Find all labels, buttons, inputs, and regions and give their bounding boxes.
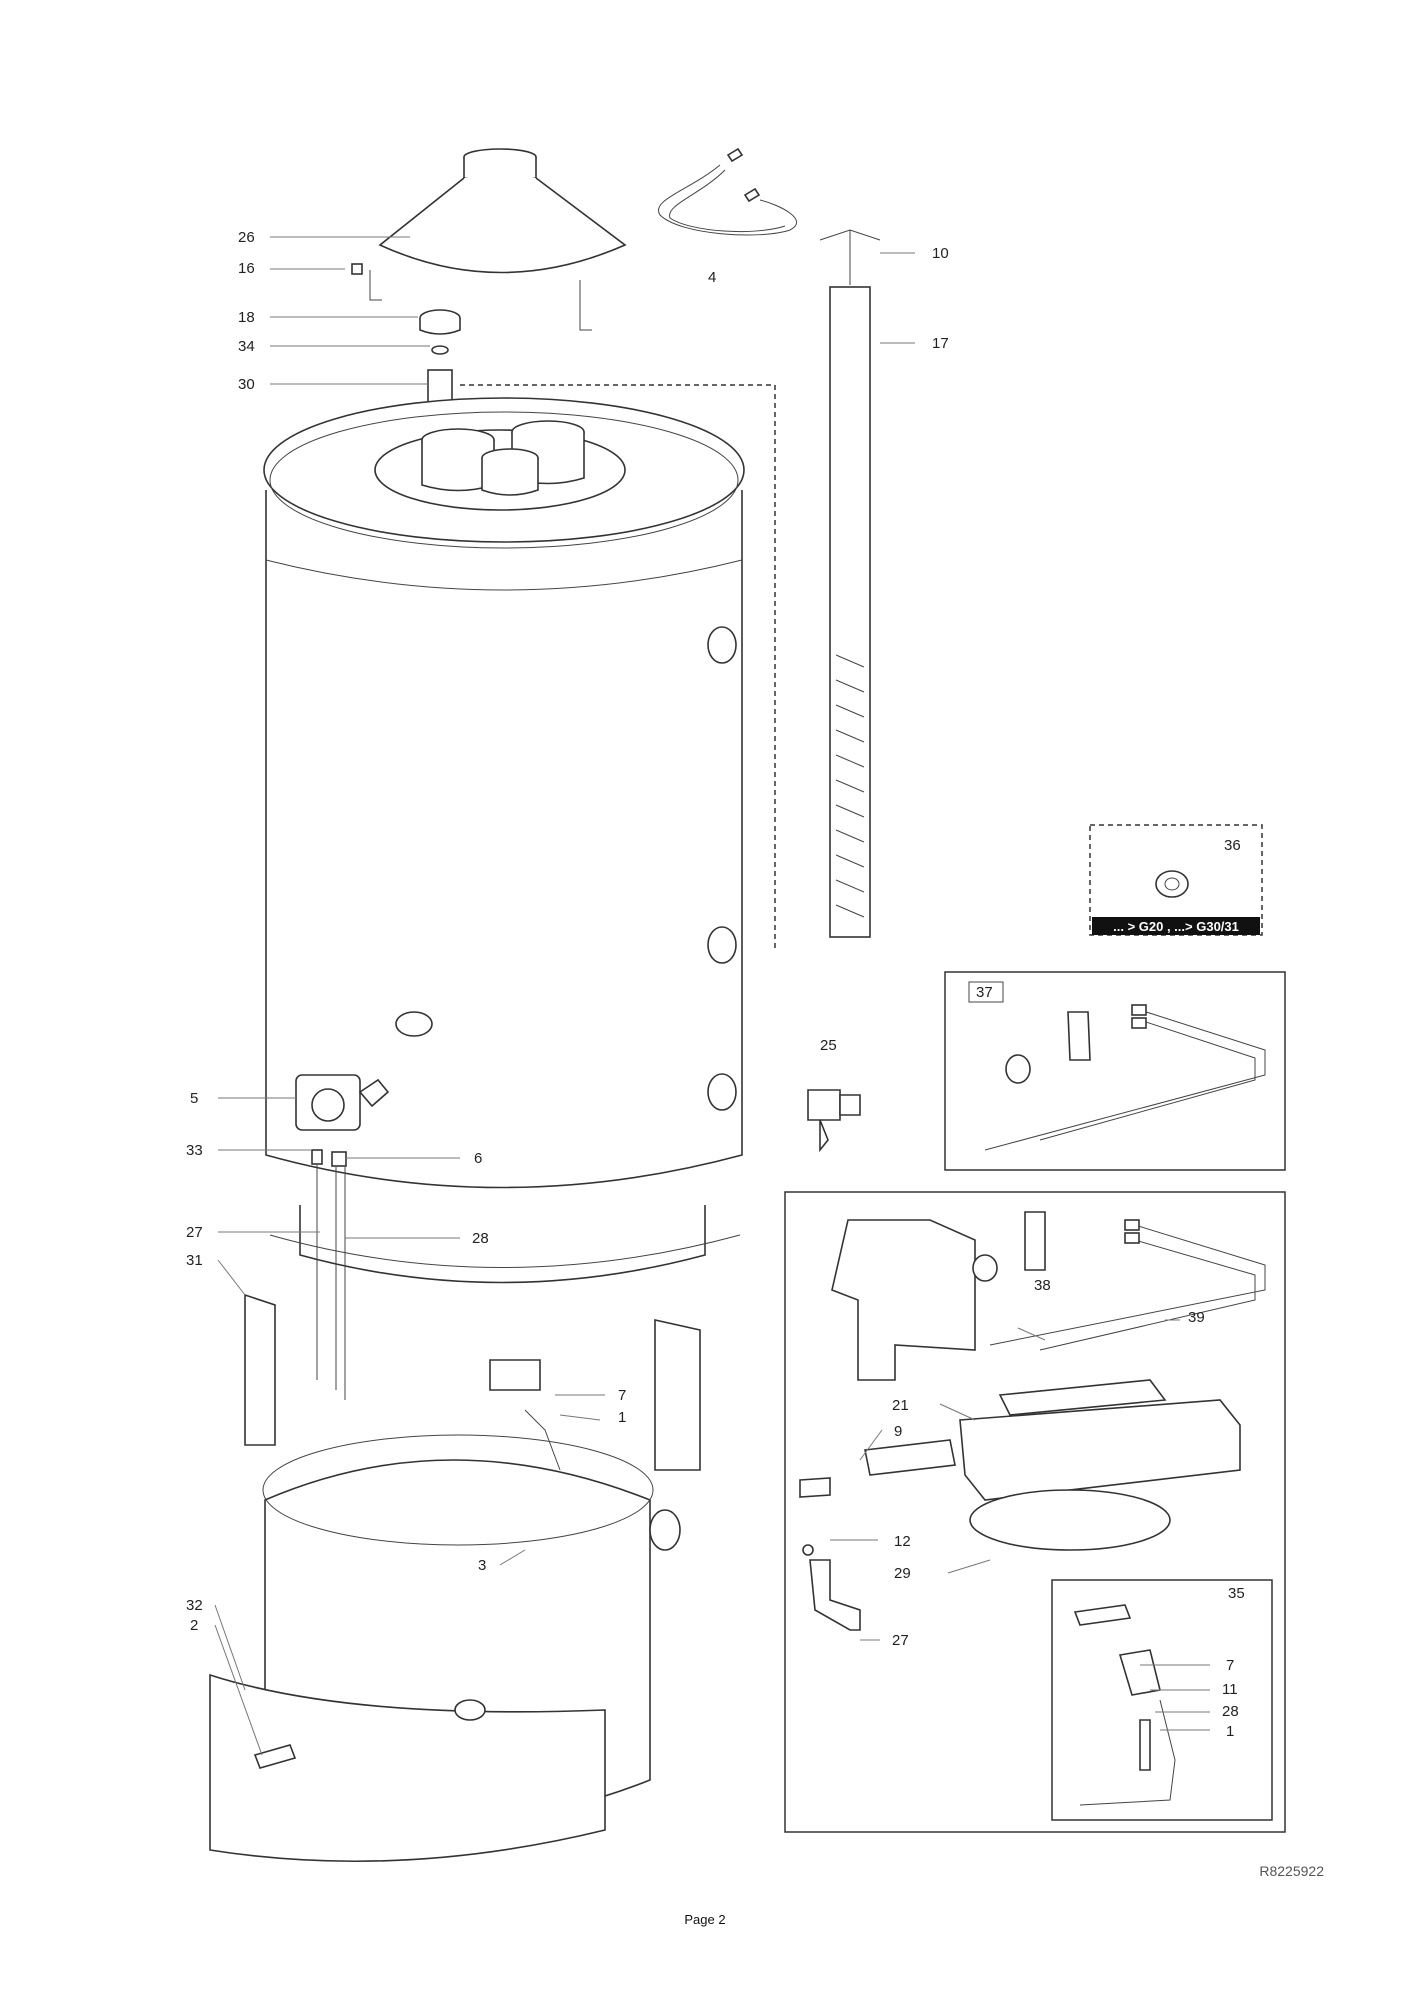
callout-35: 35 bbox=[1228, 1585, 1245, 1602]
page-number: Page 2 bbox=[684, 1912, 726, 1927]
front-access-panel bbox=[209, 1673, 606, 1863]
callout-16: 16 bbox=[238, 260, 255, 277]
callout-34: 34 bbox=[238, 338, 255, 355]
flue-baffle bbox=[819, 229, 881, 938]
burner-assembly-left bbox=[244, 1293, 701, 1471]
callout-39: 39 bbox=[1188, 1309, 1205, 1326]
callout-29: 29 bbox=[894, 1565, 911, 1582]
callout-26: 26 bbox=[238, 229, 255, 246]
callout-31: 31 bbox=[186, 1252, 203, 1269]
water-heater-tank bbox=[263, 397, 745, 1284]
callout-7: 7 bbox=[618, 1387, 626, 1404]
callout-labels: 26 16 18 34 30 4 10 17 36 5 33 6 27 28 3… bbox=[186, 229, 1245, 1740]
callout-18: 18 bbox=[238, 309, 255, 326]
thermocouple-kit-box bbox=[944, 971, 1286, 1171]
callout-2: 2 bbox=[190, 1617, 198, 1634]
callout-3: 3 bbox=[478, 1557, 486, 1574]
callout-25: 25 bbox=[820, 1037, 837, 1054]
drain-valve bbox=[807, 1089, 861, 1153]
callout-10: 10 bbox=[932, 245, 949, 262]
callout-27b: 27 bbox=[892, 1632, 909, 1649]
callout-38: 38 bbox=[1034, 1277, 1051, 1294]
leader-lines bbox=[214, 236, 1210, 1756]
callout-37: 37 bbox=[976, 984, 993, 1001]
callout-17: 17 bbox=[932, 335, 949, 352]
callout-6: 6 bbox=[474, 1150, 482, 1167]
callout-32: 32 bbox=[186, 1597, 203, 1614]
callout-1b: 1 bbox=[1226, 1723, 1234, 1740]
callout-30: 30 bbox=[238, 376, 255, 393]
drawing-reference: R8225922 bbox=[1259, 1863, 1324, 1879]
callout-12: 12 bbox=[894, 1533, 911, 1550]
pilot-assembly-box bbox=[1051, 1579, 1273, 1821]
callout-21: 21 bbox=[892, 1397, 909, 1414]
callout-33: 33 bbox=[186, 1142, 203, 1159]
callout-5: 5 bbox=[190, 1090, 198, 1107]
callout-11: 11 bbox=[1222, 1681, 1238, 1698]
callout-9: 9 bbox=[894, 1423, 902, 1440]
conversion-kit-box: ... > G20 , ...> G30/31 bbox=[1089, 824, 1263, 936]
burner-assembly-box bbox=[784, 1191, 1286, 1833]
callout-4: 4 bbox=[708, 269, 716, 286]
gas-valve bbox=[295, 1074, 390, 1400]
callout-27: 27 bbox=[186, 1224, 203, 1241]
callout-7b: 7 bbox=[1226, 1657, 1234, 1674]
conversion-banner: ... > G20 , ...> G30/31 bbox=[1113, 919, 1239, 934]
callout-28b: 28 bbox=[1222, 1703, 1239, 1720]
callout-28: 28 bbox=[472, 1230, 489, 1247]
flue-hood bbox=[369, 148, 627, 331]
wire-harness bbox=[657, 147, 798, 236]
callout-36: 36 bbox=[1224, 837, 1241, 854]
callout-1: 1 bbox=[618, 1409, 626, 1426]
